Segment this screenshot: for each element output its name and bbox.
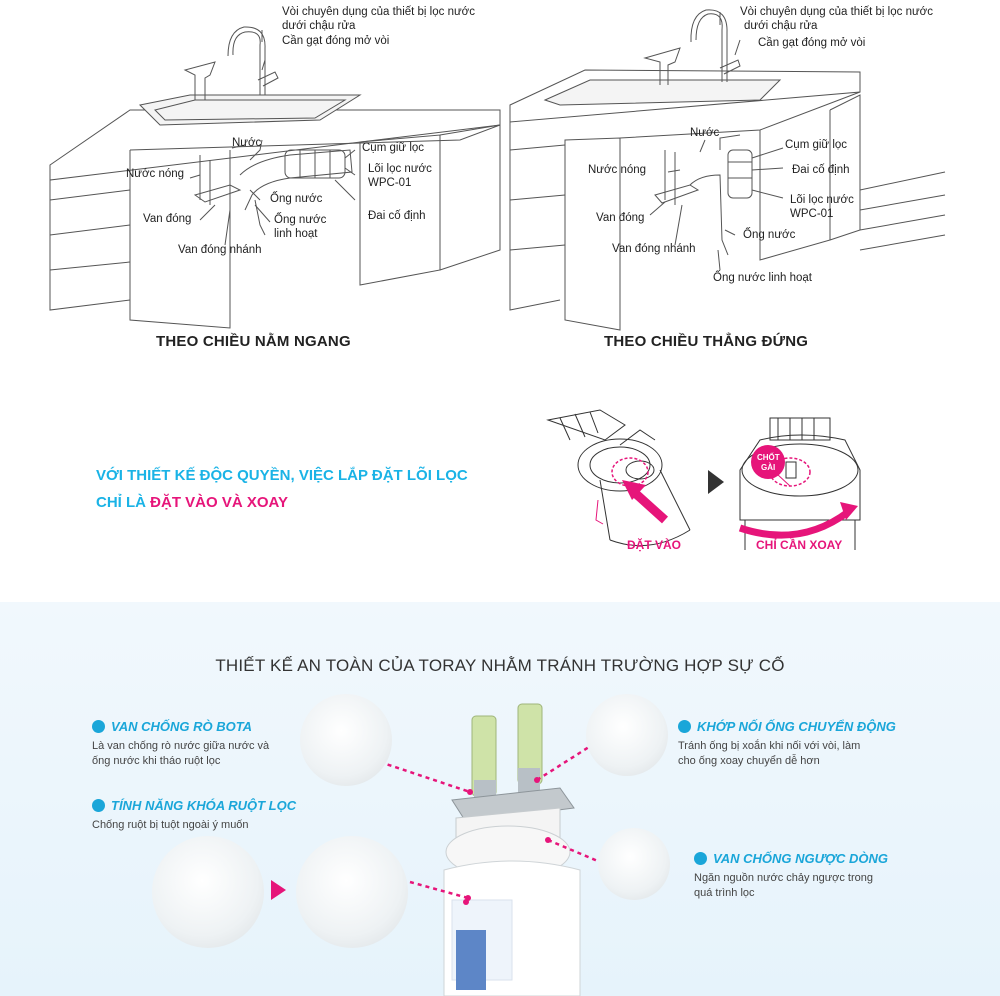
- label-water: Nước: [690, 127, 720, 139]
- install-headline-emphasis: ĐẶT VÀO VÀ XOAY: [150, 494, 288, 511]
- rotate-label: CHỈ CẦN XOAY: [756, 538, 843, 552]
- label-pipe: Ống nước: [270, 193, 323, 205]
- bullet-icon: [92, 799, 105, 812]
- safety-title: THIẾT KẾ AN TOÀN CỦA TORAY NHẰM TRÁNH TR…: [215, 656, 785, 675]
- feature-desc-1: Là van chống rò nước giữa nước và: [92, 740, 270, 752]
- bullet-icon: [694, 852, 707, 865]
- sink-diagram-left: [49, 9, 946, 331]
- label-valve: Van đóng: [143, 213, 192, 225]
- feature-title: VAN CHỐNG NGƯỢC DÒNG: [713, 851, 888, 866]
- feature-bota-valve: VAN CHỐNG RÒ BOTA: [92, 719, 252, 734]
- feature-desc-1: Ngăn nguồn nước chảy ngược trong: [694, 872, 873, 884]
- label-model: WPC-01: [790, 208, 834, 220]
- feature-desc-2: quá trình lọc: [694, 887, 755, 899]
- photo-lock-after: [296, 836, 408, 948]
- feature-check-valve: VAN CHỐNG NGƯỢC DÒNG: [694, 851, 888, 866]
- label-cartridge: Lõi lọc nước: [790, 194, 854, 206]
- label-pipe: Ống nước: [743, 229, 796, 241]
- label-faucet-2: dưới chậu rửa: [282, 20, 356, 32]
- label-faucet: Vòi chuyên dụng của thiết bị lọc nước: [282, 6, 475, 18]
- install-headline-line2: CHỈ LÀ ĐẶT VÀO VÀ XOAY: [96, 494, 288, 511]
- latch-label-1: CHỐT: [757, 453, 780, 462]
- label-flex-2: linh hoạt: [274, 228, 318, 240]
- photo-bota-valve: [300, 694, 392, 786]
- bullet-icon: [678, 720, 691, 733]
- label-clamp: Đai cố định: [368, 210, 426, 222]
- feature-desc-1: Chống ruột bị tuột ngoài ý muốn: [92, 819, 249, 831]
- photo-lock-before: [152, 836, 264, 948]
- insert-label: ĐẶT VÀO: [627, 538, 681, 552]
- label-cartridge: Lõi lọc nước: [368, 163, 432, 175]
- install-headline-line1: VỚI THIẾT KẾ ĐỘC QUYỀN, VIỆC LẮP ĐẶT LÕI…: [96, 467, 468, 484]
- feature-lock: TÍNH NĂNG KHÓA RUỘT LỌC: [92, 798, 296, 813]
- label-faucet: Vòi chuyên dụng của thiết bị lọc nước: [740, 6, 933, 18]
- feature-title: KHỚP NỐI ỐNG CHUYỂN ĐỘNG: [697, 719, 896, 734]
- feature-swivel-joint: KHỚP NỐI ỐNG CHUYỂN ĐỘNG: [678, 719, 896, 734]
- label-holder: Cụm giữ lọc: [362, 142, 425, 154]
- label-hot-water: Nước nóng: [126, 168, 185, 180]
- feature-title: VAN CHỐNG RÒ BOTA: [111, 719, 253, 734]
- bullet-icon: [92, 720, 105, 733]
- label-branch-valve: Van đóng nhánh: [178, 244, 262, 256]
- photo-check-valve: [598, 828, 670, 900]
- label-branch-valve: Van đóng nhánh: [612, 243, 696, 255]
- label-flex: Ống nước linh hoạt: [713, 272, 812, 284]
- photo-swivel-joint: [586, 694, 668, 776]
- feature-desc-2: cho ống xoay chuyển dễ hơn: [678, 755, 820, 767]
- caption-horizontal: THEO CHIỀU NẰM NGANG: [156, 333, 351, 350]
- label-faucet-2: dưới chậu rửa: [744, 20, 818, 32]
- feature-title: TÍNH NĂNG KHÓA RUỘT LỌC: [111, 798, 297, 813]
- label-model: WPC-01: [368, 177, 412, 189]
- latch-label-2: GÀI: [761, 463, 776, 472]
- label-hot-water: Nước nóng: [588, 164, 647, 176]
- label-holder: Cụm giữ lọc: [785, 139, 848, 151]
- install-headline-prefix: CHỈ LÀ: [96, 494, 151, 511]
- feature-desc-1: Tránh ống bị xoắn khi nối với vòi, làm: [678, 740, 861, 752]
- label-lever: Cần gạt đóng mở vòi: [282, 35, 390, 47]
- label-clamp: Đai cố định: [792, 164, 850, 176]
- caption-vertical: THEO CHIỀU THẲNG ĐỨNG: [604, 333, 809, 350]
- feature-desc-2: ống nước khi tháo ruột lọc: [92, 755, 221, 767]
- label-water: Nước: [232, 137, 262, 149]
- label-lever: Cần gạt đóng mở vòi: [758, 37, 866, 49]
- install-illustration: [546, 409, 861, 550]
- label-valve: Van đóng: [596, 212, 645, 224]
- label-flex-1: Ống nước: [274, 214, 327, 226]
